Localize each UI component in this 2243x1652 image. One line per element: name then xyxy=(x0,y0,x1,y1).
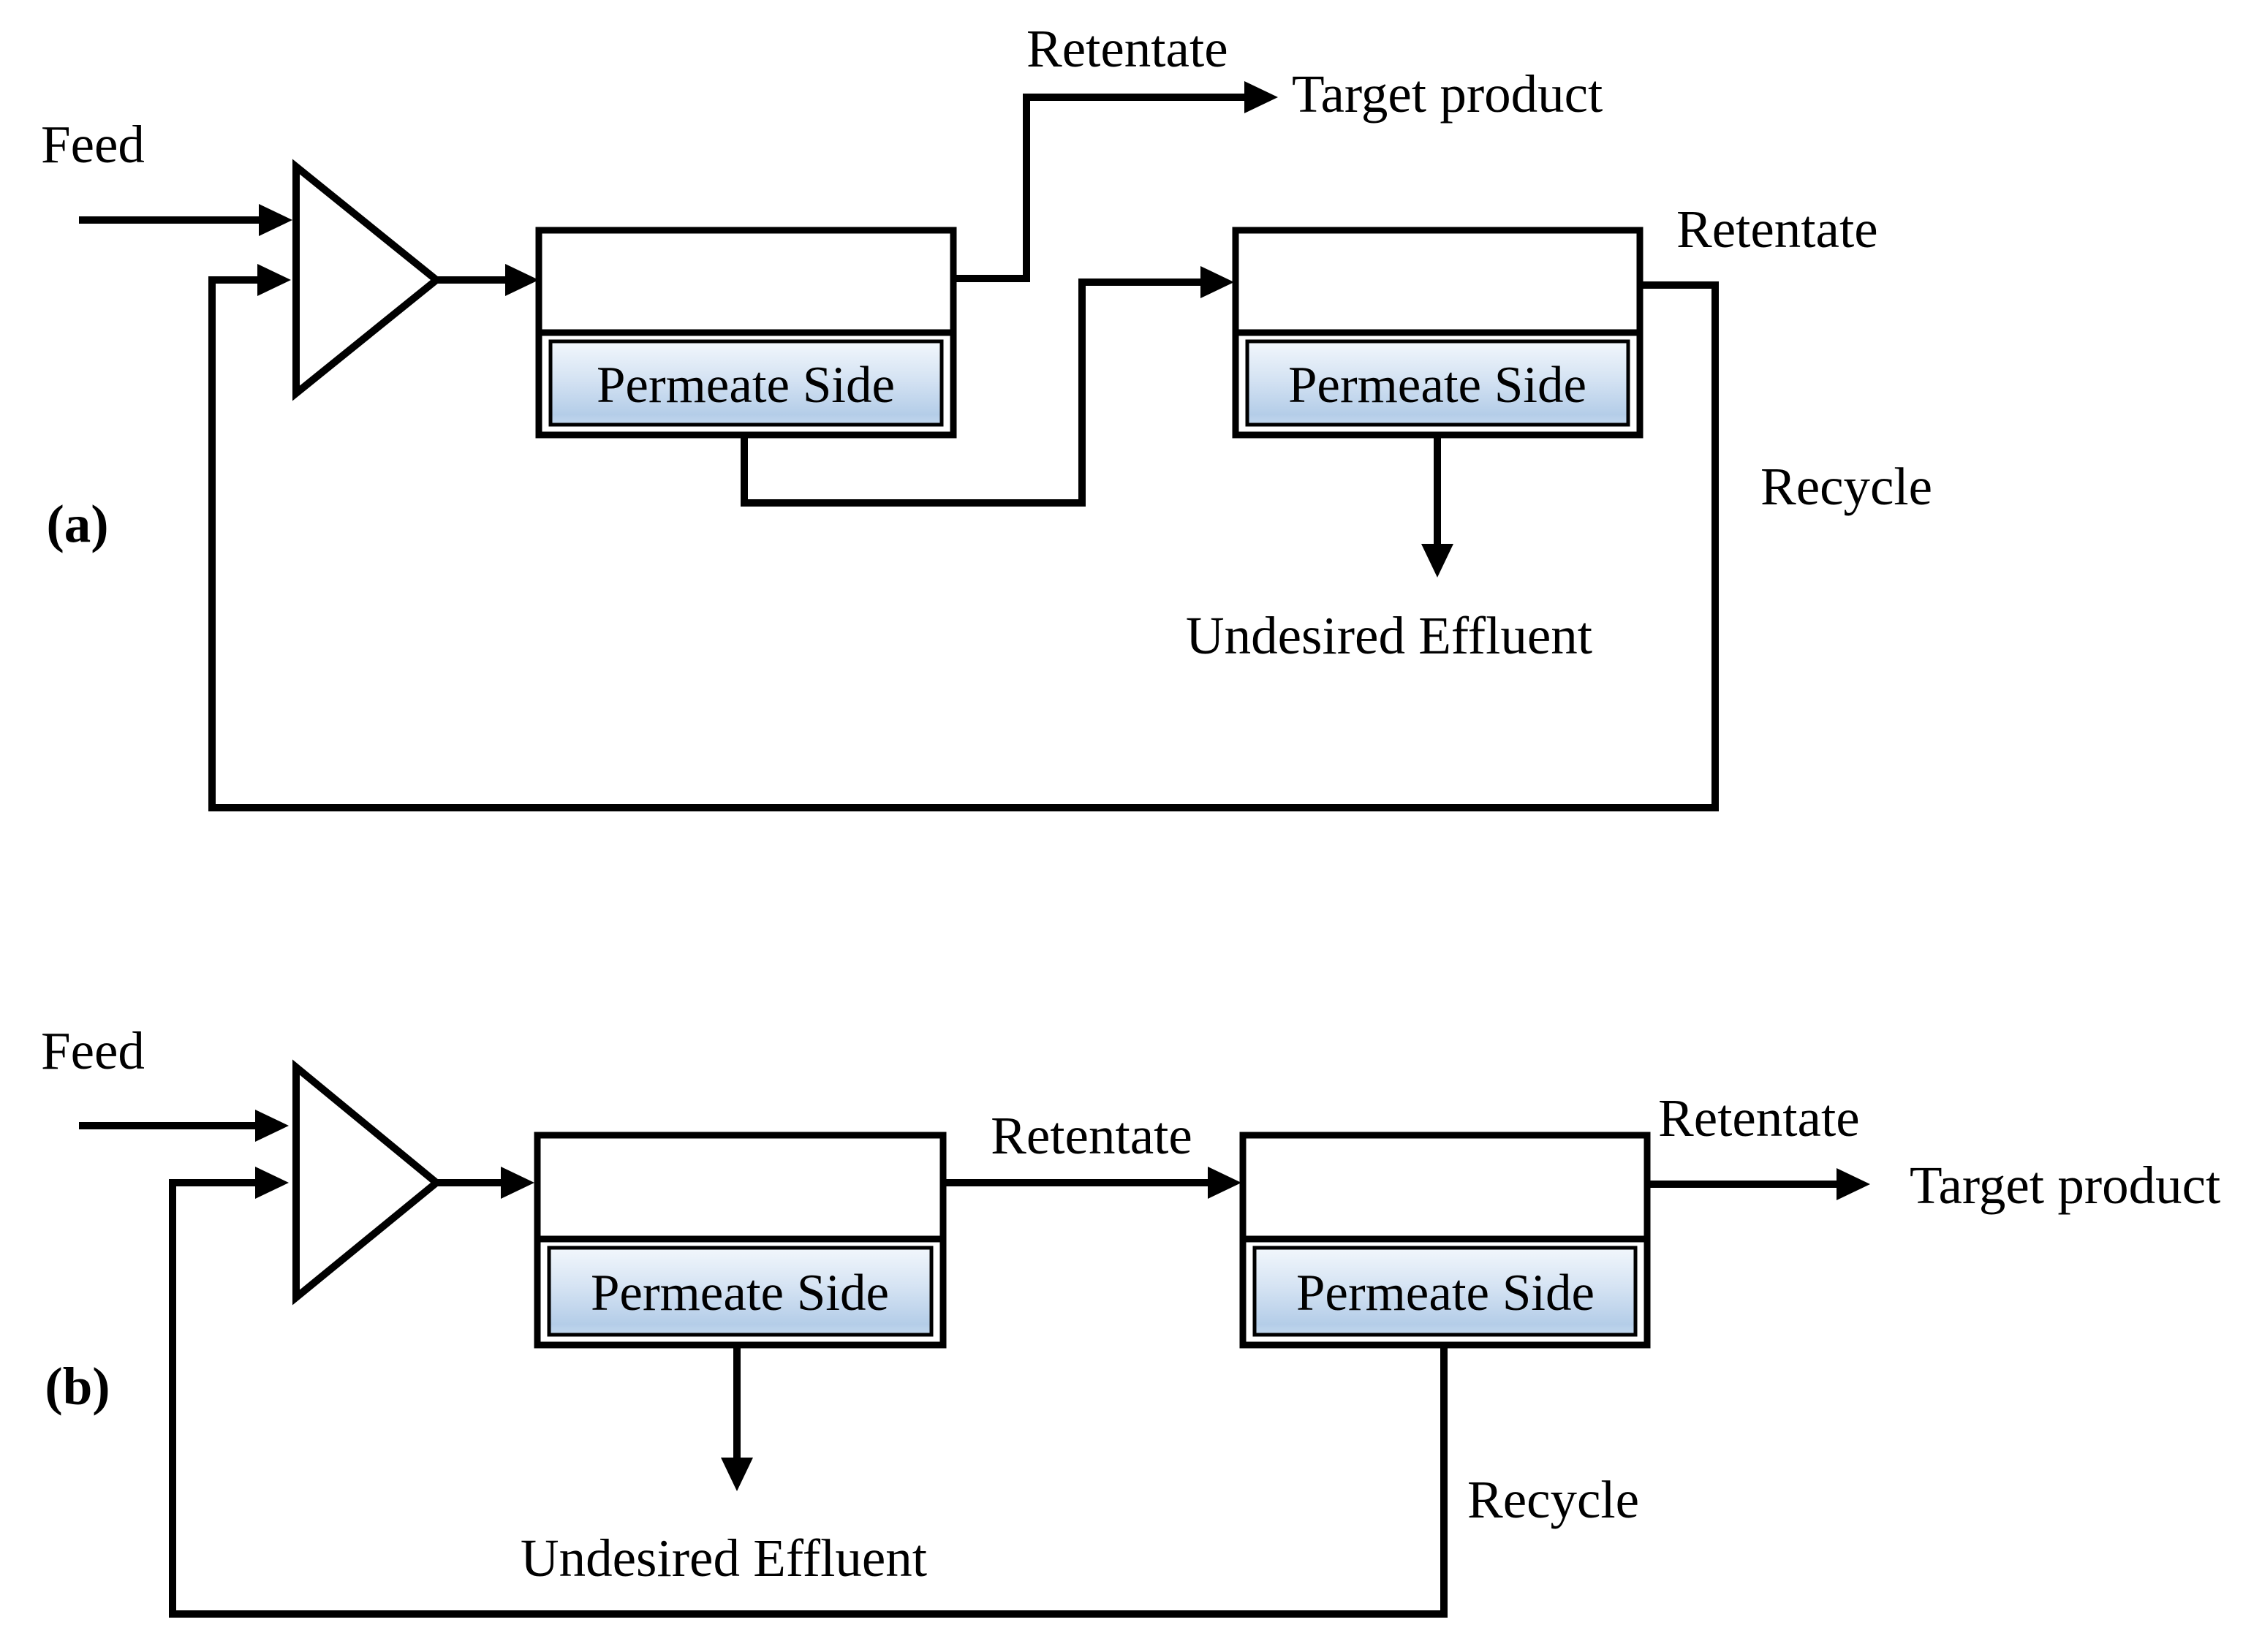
target-product-label: Target product xyxy=(1910,1156,2220,1215)
retentate-right-label: Retentate xyxy=(1658,1088,1860,1148)
permeate-side-label: Permeate Side xyxy=(591,1265,889,1322)
panel-b: Feed Permeate Side Retentate Permeate Si… xyxy=(41,1021,2220,1618)
membrane-module-1: Permeate Side xyxy=(535,227,957,439)
interstage-arrowhead-icon xyxy=(1208,1167,1241,1199)
permeate-side-box xyxy=(1245,339,1630,427)
effluent-arrowhead-icon xyxy=(721,1458,753,1491)
recycle-arrowhead-icon xyxy=(257,264,291,296)
recycle-loop-line xyxy=(169,1179,1448,1618)
mixer-triangle xyxy=(292,1059,442,1306)
retentate-top-label: Retentate xyxy=(1026,19,1228,78)
feed-label: Feed xyxy=(41,1021,145,1080)
permeate-side-box xyxy=(548,339,944,427)
permeate-side-box xyxy=(1252,1246,1638,1337)
panel-a-label: (a) xyxy=(46,494,108,553)
panel-b-label: (b) xyxy=(45,1357,110,1416)
interstage-permeate-line xyxy=(741,279,1200,507)
target-product-arrowhead-icon xyxy=(1244,81,1278,113)
undesired-effluent-label: Undesired Effluent xyxy=(1186,606,1592,665)
recycle-loop-line xyxy=(208,276,1719,811)
effluent-arrowhead-icon xyxy=(1421,544,1453,577)
feed-arrowhead-icon xyxy=(259,204,292,236)
mixer-triangle xyxy=(292,159,442,401)
permeate-side-label: Permeate Side xyxy=(1288,357,1586,414)
target-product-label: Target product xyxy=(1292,64,1603,124)
permeate-side-label: Permeate Side xyxy=(597,357,895,414)
recycle-label: Recycle xyxy=(1467,1470,1639,1529)
membrane-module-2: Permeate Side xyxy=(1239,1132,1651,1349)
permeate-side-box xyxy=(547,1246,934,1337)
recycle-arrowhead-icon xyxy=(255,1167,289,1199)
recycle-label: Recycle xyxy=(1760,457,1932,516)
retentate-mid-label: Retentate xyxy=(991,1106,1192,1165)
target-product-arrowhead-icon xyxy=(1837,1168,1870,1200)
mixer-outlet-arrowhead-icon xyxy=(501,1167,534,1199)
permeate-side-label: Permeate Side xyxy=(1296,1265,1595,1322)
retentate-right-label: Retentate xyxy=(1676,200,1878,259)
membrane-module-2: Permeate Side xyxy=(1232,227,1644,439)
retentate-to-product-line xyxy=(953,94,1244,282)
feed-arrowhead-icon xyxy=(255,1110,289,1142)
mixer-outlet-arrowhead-icon xyxy=(505,264,539,296)
membrane-module-1: Permeate Side xyxy=(534,1132,947,1349)
undesired-effluent-label: Undesired Effluent xyxy=(521,1528,927,1588)
panel-a: Feed Permeate Side Retentate Target prod… xyxy=(41,19,1932,811)
feed-label: Feed xyxy=(41,115,145,174)
interstage-arrowhead-icon xyxy=(1200,266,1234,298)
